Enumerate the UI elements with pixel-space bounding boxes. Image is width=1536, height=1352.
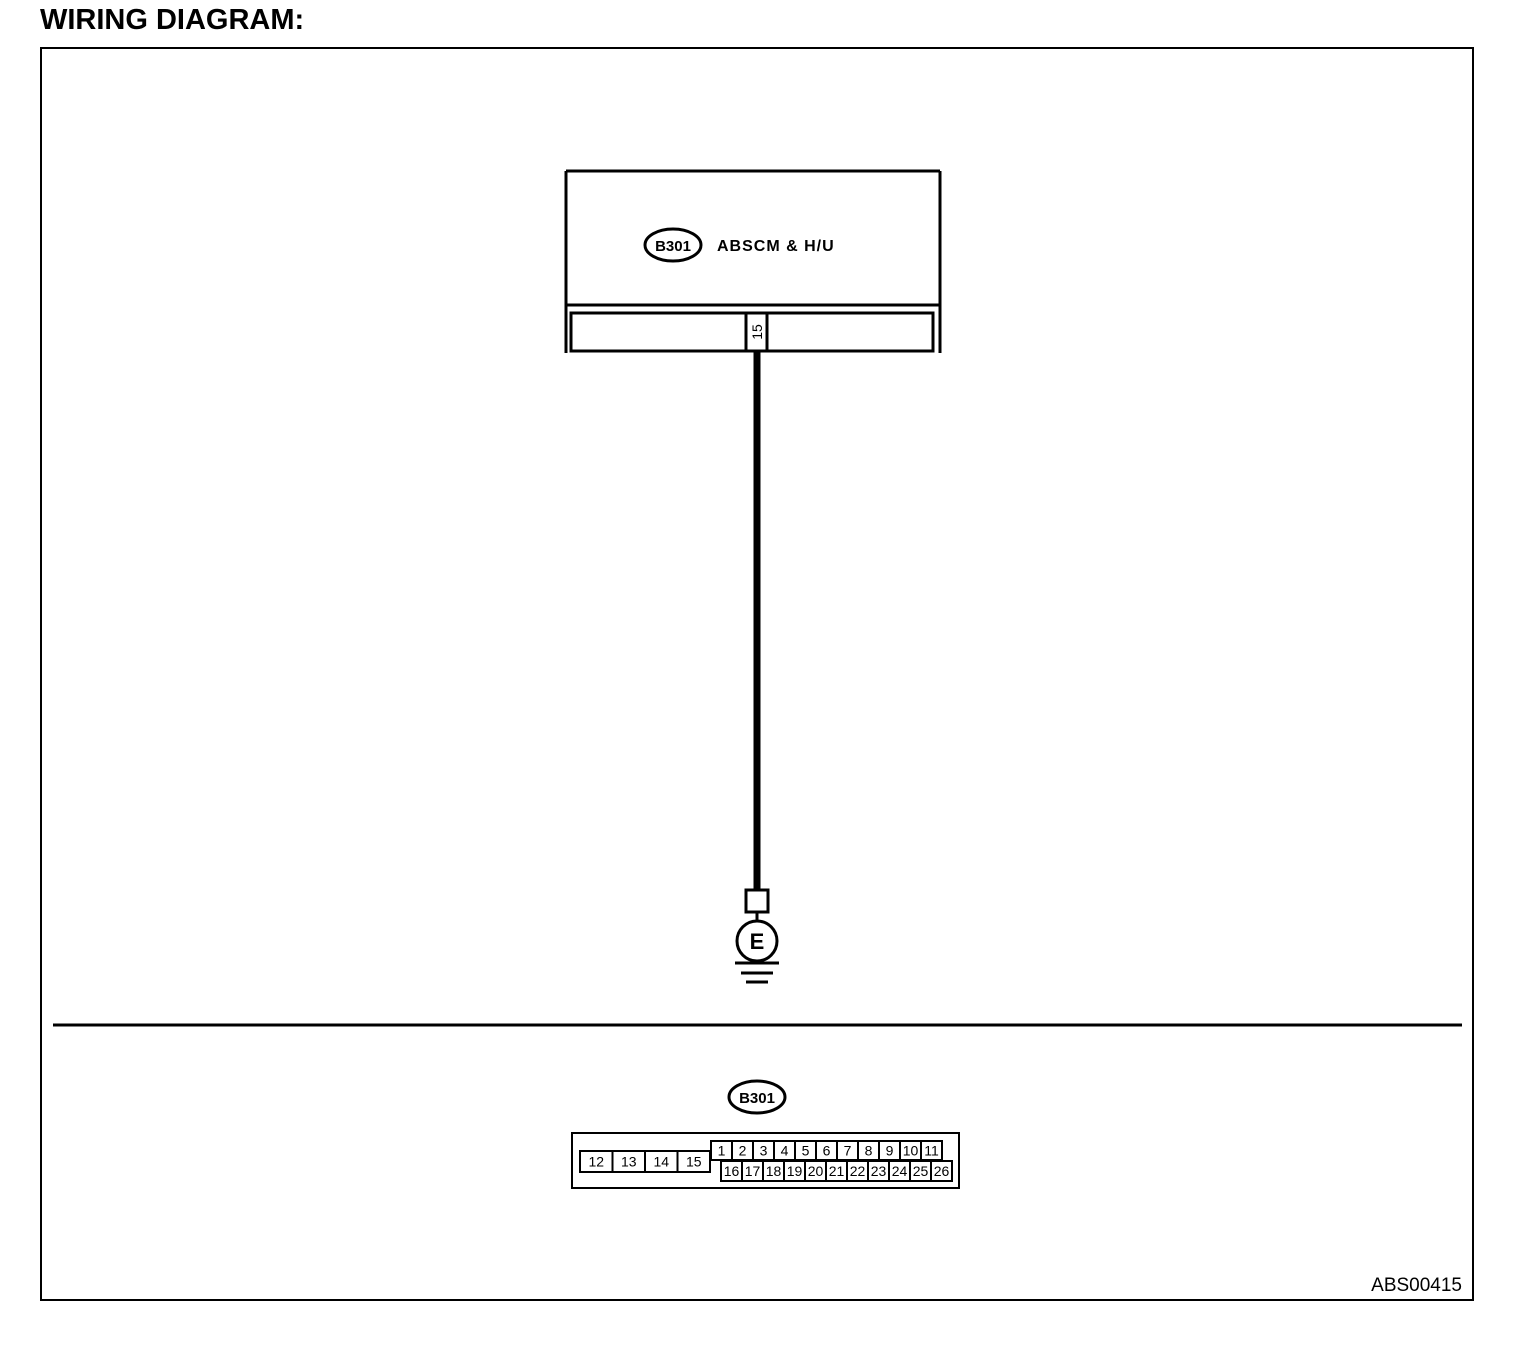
connector-pin-26-label: 26 [934, 1163, 950, 1179]
connector-pin-11-label: 11 [924, 1143, 939, 1159]
connector-left-pin-group: 12 13 14 15 [579, 1150, 711, 1173]
connector-pin-4: 4 [773, 1140, 796, 1161]
connector-pin-1: 1 [710, 1140, 733, 1161]
connector-pin-15: 15 [676, 1150, 711, 1173]
connector-pin-21: 21 [825, 1160, 848, 1182]
ground-label: E [750, 929, 765, 954]
connector-pin-13: 13 [611, 1150, 646, 1173]
module-name: ABSCM & H/U [717, 238, 835, 255]
abs-control-module: B301 ABSCM & H/U 15 [564, 169, 942, 353]
connector-pin-20-label: 20 [808, 1163, 824, 1179]
connector-pin-20: 20 [804, 1160, 827, 1182]
figure-id: ABS00415 [1371, 1275, 1462, 1296]
ground-symbol: E [735, 888, 779, 984]
connector-pin-21-label: 21 [829, 1163, 845, 1179]
module-connector-badge [643, 227, 703, 263]
terminal-number: 15 [749, 324, 765, 340]
connector-pin-4-label: 4 [781, 1143, 789, 1159]
connector-pin-2: 2 [731, 1140, 754, 1161]
connector-pin-12-label: 12 [588, 1154, 604, 1170]
connector-pin-18: 18 [762, 1160, 785, 1182]
connector-pin-25-label: 25 [913, 1163, 929, 1179]
connector-pin-19-label: 19 [787, 1163, 803, 1179]
connector-pin-6: 6 [815, 1140, 838, 1161]
connector-lower-pin-row: 16 17 18 19 20 21 22 23 24 25 26 [720, 1160, 953, 1182]
connector-pin-18-label: 18 [766, 1163, 782, 1179]
connector-pin-15-cell [676, 1150, 711, 1173]
connector-pin-24-label: 24 [892, 1163, 908, 1179]
connector-pin-12: 12 [579, 1150, 614, 1173]
connector-pin-1-label: 1 [718, 1143, 726, 1159]
connector-pin-5-label: 5 [802, 1143, 810, 1159]
connector-view-id: B301 [739, 1090, 775, 1107]
page-title: WIRING DIAGRAM: [40, 4, 305, 36]
connector-pin-2-label: 2 [739, 1143, 747, 1159]
connector-pin-10: 10 [899, 1140, 922, 1161]
connector-pin-23: 23 [867, 1160, 890, 1182]
connector-view-badge [727, 1079, 787, 1115]
connector-pin-16: 16 [720, 1160, 743, 1182]
connector-pin-10-label: 10 [903, 1143, 919, 1159]
connector-pin-22-label: 22 [850, 1163, 866, 1179]
connector-pin-3-label: 3 [760, 1143, 768, 1159]
connector-pin-17-label: 17 [745, 1163, 761, 1179]
connector-pin-9-label: 9 [886, 1143, 894, 1159]
connector-housing [571, 1132, 960, 1189]
connector-pin-8: 8 [857, 1140, 880, 1161]
connector-pin-26: 26 [930, 1160, 953, 1182]
connector-pin-11: 11 [920, 1140, 943, 1161]
connector-pin-7: 7 [836, 1140, 859, 1161]
connector-pin-6-label: 6 [823, 1143, 831, 1159]
connector-pin-25: 25 [909, 1160, 932, 1182]
connector-pin-24: 24 [888, 1160, 911, 1182]
connector-pin-9: 9 [878, 1140, 901, 1161]
connector-pin-23-label: 23 [871, 1163, 887, 1179]
connector-pin-14-label: 14 [653, 1154, 669, 1170]
module-connector-id: B301 [655, 238, 691, 255]
connector-pin-13-label: 13 [621, 1154, 637, 1170]
connector-pin-15-label: 15 [686, 1154, 702, 1170]
connector-pin-26-cell [930, 1160, 953, 1182]
connector-pin-7-label: 7 [844, 1143, 852, 1159]
connector-pin-17: 17 [741, 1160, 764, 1182]
connector-pin-22: 22 [846, 1160, 869, 1182]
terminal-box [744, 311, 769, 353]
diagram-frame [40, 47, 1474, 1301]
connector-pin-8-label: 8 [865, 1143, 873, 1159]
connector-pin-19: 19 [783, 1160, 806, 1182]
connector-pin-16-label: 16 [724, 1163, 740, 1179]
connector-pin-3: 3 [752, 1140, 775, 1161]
connector-pin-14: 14 [644, 1150, 679, 1173]
connector-pin-5: 5 [794, 1140, 817, 1161]
